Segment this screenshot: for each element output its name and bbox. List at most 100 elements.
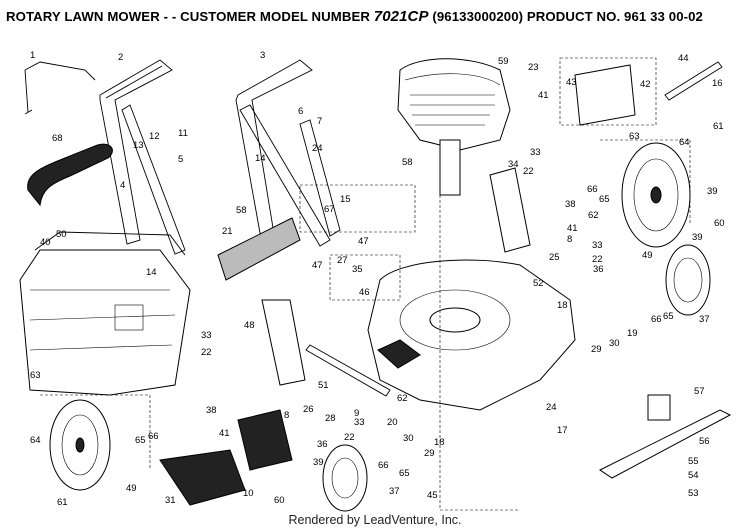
callout-41: 41 bbox=[538, 90, 549, 101]
callout-22: 22 bbox=[523, 166, 534, 177]
callout-33: 33 bbox=[530, 147, 541, 158]
callout-22: 22 bbox=[344, 432, 355, 443]
callout-36: 36 bbox=[593, 264, 604, 275]
height-adjust-bracket-left bbox=[261, 299, 306, 386]
callout-26: 26 bbox=[303, 404, 314, 415]
callout-14: 14 bbox=[255, 153, 266, 164]
callout-59: 59 bbox=[498, 56, 509, 67]
bail-wire bbox=[24, 61, 96, 115]
callout-8: 8 bbox=[284, 410, 289, 421]
callout-17: 17 bbox=[557, 425, 568, 436]
callout-66: 66 bbox=[587, 184, 598, 195]
callout-62: 62 bbox=[397, 393, 408, 404]
callout-33: 33 bbox=[201, 330, 212, 341]
front-wheel-left bbox=[322, 444, 368, 512]
callout-25: 25 bbox=[549, 252, 560, 263]
callout-30: 30 bbox=[609, 338, 620, 349]
callout-43: 43 bbox=[566, 77, 577, 88]
callout-22: 22 bbox=[592, 254, 603, 265]
callout-7: 7 bbox=[317, 116, 322, 127]
callout-66: 66 bbox=[378, 460, 389, 471]
callout-64: 64 bbox=[30, 435, 41, 446]
callout-18: 18 bbox=[434, 437, 445, 448]
callout-67: 67 bbox=[324, 204, 335, 215]
rear-wheel-right bbox=[621, 142, 691, 248]
callout-8: 8 bbox=[567, 234, 572, 245]
callout-31: 31 bbox=[165, 495, 176, 506]
callout-41: 41 bbox=[219, 428, 230, 439]
callout-21: 21 bbox=[222, 226, 233, 237]
callout-63: 63 bbox=[30, 370, 41, 381]
callout-58: 58 bbox=[236, 205, 247, 216]
callout-35: 35 bbox=[352, 264, 363, 275]
callout-10: 10 bbox=[243, 488, 254, 499]
callout-38: 38 bbox=[565, 199, 576, 210]
handle-grip bbox=[27, 143, 113, 207]
callout-60: 60 bbox=[714, 218, 725, 229]
callout-57: 57 bbox=[694, 386, 705, 397]
callout-62: 62 bbox=[588, 210, 599, 221]
callout-61: 61 bbox=[713, 121, 724, 132]
lower-handle-right bbox=[239, 104, 341, 247]
callout-5: 5 bbox=[178, 154, 183, 165]
callout-16: 16 bbox=[712, 78, 723, 89]
callout-29: 29 bbox=[424, 448, 435, 459]
callout-52: 52 bbox=[533, 278, 544, 289]
callout-18: 18 bbox=[557, 300, 568, 311]
callout-20: 20 bbox=[387, 417, 398, 428]
callout-58: 58 bbox=[402, 157, 413, 168]
callout-29: 29 bbox=[591, 344, 602, 355]
lower-handle-left bbox=[121, 104, 186, 255]
callout-42: 42 bbox=[640, 79, 651, 90]
callout-15: 15 bbox=[340, 194, 351, 205]
mower-deck bbox=[367, 259, 576, 411]
callout-33: 33 bbox=[354, 417, 365, 428]
callout-37: 37 bbox=[389, 486, 400, 497]
callout-63: 63 bbox=[629, 131, 640, 142]
callout-28: 28 bbox=[325, 413, 336, 424]
callout-14: 14 bbox=[146, 267, 157, 278]
callout-13: 13 bbox=[133, 140, 144, 151]
front-wheel-right bbox=[665, 244, 711, 316]
callout-39: 39 bbox=[313, 457, 324, 468]
callout-50: 50 bbox=[56, 229, 67, 240]
callout-65: 65 bbox=[135, 435, 146, 446]
blade bbox=[599, 409, 732, 479]
callout-66: 66 bbox=[148, 431, 159, 442]
callout-54: 54 bbox=[688, 470, 699, 481]
callout-1: 1 bbox=[30, 50, 35, 61]
callout-37: 37 bbox=[699, 314, 710, 325]
callout-33: 33 bbox=[592, 240, 603, 251]
callout-47: 47 bbox=[358, 236, 369, 247]
callout-22: 22 bbox=[201, 347, 212, 358]
callout-64: 64 bbox=[679, 137, 690, 148]
callout-45: 45 bbox=[427, 490, 438, 501]
rear-wheel-left bbox=[49, 399, 111, 491]
callout-51: 51 bbox=[318, 380, 329, 391]
callout-41: 41 bbox=[567, 223, 578, 234]
callout-2: 2 bbox=[118, 52, 123, 63]
callout-60: 60 bbox=[274, 495, 285, 506]
engine bbox=[397, 58, 511, 196]
grass-catcher bbox=[19, 231, 191, 396]
front-axle bbox=[305, 344, 391, 397]
callout-3: 3 bbox=[260, 50, 265, 61]
callout-40: 40 bbox=[40, 237, 51, 248]
callout-44: 44 bbox=[678, 53, 689, 64]
callout-68: 68 bbox=[52, 133, 63, 144]
callout-66: 66 bbox=[651, 314, 662, 325]
title-suffix: (96133000200) PRODUCT NO. 961 33 00-02 bbox=[432, 9, 703, 24]
callout-47: 47 bbox=[312, 260, 323, 271]
callout-4: 4 bbox=[120, 180, 125, 191]
callout-30: 30 bbox=[403, 433, 414, 444]
blade-adapter bbox=[647, 394, 671, 421]
callout-24: 24 bbox=[546, 402, 557, 413]
callout-39: 39 bbox=[707, 186, 718, 197]
callout-19: 19 bbox=[627, 328, 638, 339]
callout-65: 65 bbox=[599, 194, 610, 205]
callout-9: 9 bbox=[354, 408, 359, 419]
callout-27: 27 bbox=[337, 255, 348, 266]
callout-61: 61 bbox=[57, 497, 68, 508]
upper-handle-left bbox=[99, 59, 173, 245]
callout-12: 12 bbox=[149, 131, 160, 142]
